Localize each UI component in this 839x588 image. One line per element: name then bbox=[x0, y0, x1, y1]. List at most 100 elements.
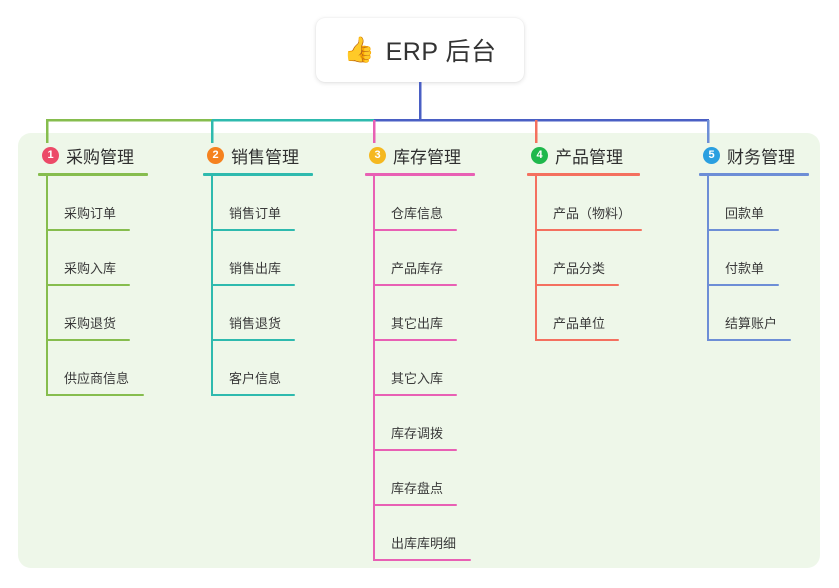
mindmap-panel bbox=[18, 133, 820, 568]
menu-item[interactable]: 产品库存 bbox=[365, 231, 475, 286]
menu-item-label: 采购退货 bbox=[64, 316, 117, 331]
menu-item[interactable]: 其它入库 bbox=[365, 341, 475, 396]
menu-item[interactable]: 付款单 bbox=[699, 231, 809, 286]
branch-underline-5 bbox=[699, 173, 809, 176]
menu-item[interactable]: 采购退货 bbox=[38, 286, 148, 341]
menu-item-label: 库存盘点 bbox=[391, 481, 444, 496]
menu-item[interactable]: 库存盘点 bbox=[365, 451, 475, 506]
menu-item-underline bbox=[373, 394, 457, 396]
branch-title-4: 产品管理 bbox=[555, 147, 623, 167]
menu-item[interactable]: 其它出库 bbox=[365, 286, 475, 341]
menu-item-label: 回款单 bbox=[725, 206, 765, 221]
menu-item-label: 销售退货 bbox=[229, 316, 282, 331]
menu-item-underline bbox=[535, 339, 619, 341]
branch-title-1: 采购管理 bbox=[66, 147, 134, 167]
branch-underline-1 bbox=[38, 173, 148, 176]
menu-item-underline bbox=[373, 284, 457, 286]
branch-column-5: 5 财务管理回款单付款单结算账户 bbox=[699, 143, 809, 341]
menu-item[interactable]: 客户信息 bbox=[203, 341, 313, 396]
branch-items-4: 产品（物料） 产品分类产品单位 bbox=[527, 176, 642, 341]
menu-item-underline bbox=[373, 504, 457, 506]
branch-items-5: 回款单付款单结算账户 bbox=[699, 176, 809, 341]
branch-badge-5: 5 bbox=[703, 146, 720, 164]
branch-trunk-4 bbox=[535, 176, 537, 341]
menu-item[interactable]: 结算账户 bbox=[699, 286, 809, 341]
branch-badge-2: 2 bbox=[207, 146, 224, 164]
menu-item[interactable]: 仓库信息 bbox=[365, 176, 475, 231]
menu-item-label: 客户信息 bbox=[229, 371, 282, 386]
menu-item[interactable]: 库存调拨 bbox=[365, 396, 475, 451]
menu-item-label: 供应商信息 bbox=[64, 371, 130, 386]
menu-item[interactable]: 销售出库 bbox=[203, 231, 313, 286]
branch-badge-4: 4 bbox=[531, 146, 548, 164]
menu-item[interactable]: 供应商信息 bbox=[38, 341, 148, 396]
branch-items-2: 销售订单销售出库销售退货客户信息 bbox=[203, 176, 313, 396]
menu-item[interactable]: 产品分类 bbox=[527, 231, 640, 286]
menu-item[interactable]: 产品（物料） bbox=[527, 176, 642, 231]
menu-item-underline bbox=[211, 229, 295, 231]
root-node-card[interactable]: 👍 ERP 后台 bbox=[316, 18, 524, 82]
branch-column-1: 1 采购管理采购订单采购入库采购退货供应商信息 bbox=[38, 143, 148, 396]
branch-header-3[interactable]: 3 库存管理 bbox=[365, 143, 475, 167]
branch-badge-1: 1 bbox=[42, 146, 59, 164]
menu-item-label: 销售订单 bbox=[229, 206, 282, 221]
menu-item[interactable]: 采购入库 bbox=[38, 231, 148, 286]
branch-underline-3 bbox=[365, 173, 475, 176]
menu-item[interactable]: 回款单 bbox=[699, 176, 809, 231]
branch-items-1: 采购订单采购入库采购退货供应商信息 bbox=[38, 176, 148, 396]
menu-item-underline bbox=[373, 559, 471, 561]
branch-title-2: 销售管理 bbox=[231, 147, 299, 167]
menu-item-underline bbox=[211, 284, 295, 286]
menu-item-underline bbox=[46, 284, 130, 286]
branch-trunk-1 bbox=[46, 176, 48, 396]
thumbs-up-icon: 👍 bbox=[343, 35, 375, 64]
menu-item-label: 采购入库 bbox=[64, 261, 117, 276]
menu-item[interactable]: 出库库明细 bbox=[365, 506, 475, 561]
menu-item-underline bbox=[535, 229, 642, 231]
branch-title-3: 库存管理 bbox=[393, 147, 461, 167]
menu-item-underline bbox=[373, 449, 457, 451]
menu-item-underline bbox=[46, 394, 144, 396]
branch-column-2: 2 销售管理销售订单销售出库销售退货客户信息 bbox=[203, 143, 313, 396]
menu-item-label: 产品库存 bbox=[391, 261, 444, 276]
menu-item-underline bbox=[211, 339, 295, 341]
root-node-label: ERP 后台 bbox=[385, 38, 497, 66]
menu-item-label: 付款单 bbox=[725, 261, 765, 276]
branch-badge-3: 3 bbox=[369, 146, 386, 164]
menu-item-label: 出库库明细 bbox=[391, 536, 457, 551]
menu-item[interactable]: 产品单位 bbox=[527, 286, 640, 341]
menu-item-label: 库存调拨 bbox=[391, 426, 444, 441]
branch-column-3: 3 库存管理仓库信息产品库存其它出库其它入库库存调拨库存盘点出库库明细 bbox=[365, 143, 475, 561]
branch-items-3: 仓库信息产品库存其它出库其它入库库存调拨库存盘点出库库明细 bbox=[365, 176, 475, 561]
menu-item-underline bbox=[707, 284, 779, 286]
menu-item-underline bbox=[46, 229, 130, 231]
branch-header-1[interactable]: 1 采购管理 bbox=[38, 143, 148, 167]
branch-trunk-5 bbox=[707, 176, 709, 341]
branch-underline-4 bbox=[527, 173, 640, 176]
menu-item-underline bbox=[46, 339, 130, 341]
menu-item-label: 仓库信息 bbox=[391, 206, 444, 221]
menu-item-underline bbox=[373, 339, 457, 341]
branch-title-5: 财务管理 bbox=[727, 147, 795, 167]
menu-item-label: 结算账户 bbox=[725, 316, 778, 331]
branch-header-5[interactable]: 5 财务管理 bbox=[699, 143, 809, 167]
branch-column-4: 4 产品管理产品（物料） 产品分类产品单位 bbox=[527, 143, 642, 341]
branch-header-2[interactable]: 2 销售管理 bbox=[203, 143, 313, 167]
branch-underline-2 bbox=[203, 173, 313, 176]
menu-item-label: 其它入库 bbox=[391, 371, 444, 386]
menu-item-label: 其它出库 bbox=[391, 316, 444, 331]
menu-item-label: 产品分类 bbox=[553, 261, 606, 276]
menu-item[interactable]: 采购订单 bbox=[38, 176, 148, 231]
menu-item[interactable]: 销售订单 bbox=[203, 176, 313, 231]
menu-item-label: 产品单位 bbox=[553, 316, 606, 331]
menu-item-underline bbox=[373, 229, 457, 231]
menu-item-label: 产品（物料） bbox=[553, 206, 632, 221]
menu-item-underline bbox=[211, 394, 295, 396]
branch-trunk-2 bbox=[211, 176, 213, 396]
menu-item-underline bbox=[707, 339, 791, 341]
branch-header-4[interactable]: 4 产品管理 bbox=[527, 143, 640, 167]
menu-item-label: 采购订单 bbox=[64, 206, 117, 221]
menu-item[interactable]: 销售退货 bbox=[203, 286, 313, 341]
branch-trunk-3 bbox=[373, 176, 375, 561]
menu-item-underline bbox=[535, 284, 619, 286]
